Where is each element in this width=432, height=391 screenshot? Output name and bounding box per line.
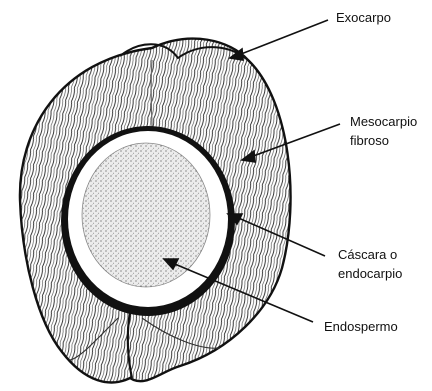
label-cascara: Cáscara o endocarpio bbox=[338, 245, 402, 283]
leader-exocarpo bbox=[230, 20, 328, 60]
label-endospermo: Endospermo bbox=[324, 317, 398, 336]
endosperm-stipple bbox=[82, 143, 210, 287]
label-exocarpo: Exocarpo bbox=[336, 8, 391, 27]
label-mesocarpio: Mesocarpio fibroso bbox=[350, 112, 417, 150]
